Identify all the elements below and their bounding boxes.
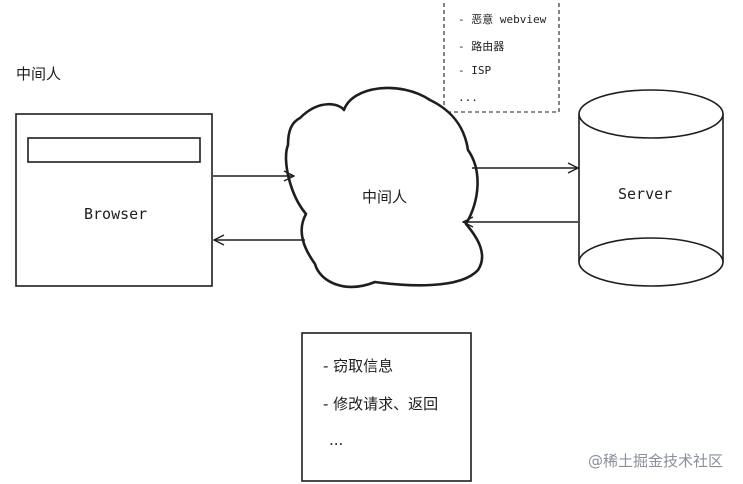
example-item: ... xyxy=(458,91,478,104)
examples-box xyxy=(443,0,560,113)
server-label: Server xyxy=(618,185,673,203)
watermark: @稀土掘金技术社区 xyxy=(588,452,724,470)
example-item: - 路由器 xyxy=(458,40,505,53)
example-item: - ISP xyxy=(458,64,492,77)
actions-box xyxy=(301,332,472,482)
action-item: ... xyxy=(329,431,344,449)
action-item: - 修改请求、返回 xyxy=(323,395,439,413)
browser-label: Browser xyxy=(84,205,148,223)
example-item: - 恶意 webview xyxy=(458,13,547,26)
server-cylinder-body xyxy=(578,114,724,262)
browser-address-bar xyxy=(27,137,201,163)
server-cylinder-top xyxy=(578,89,724,139)
middleman-label: 中间人 xyxy=(362,188,408,206)
diagram-title: 中间人 xyxy=(16,65,62,83)
middleman-cloud xyxy=(284,86,484,288)
action-item: - 窃取信息 xyxy=(323,357,394,375)
server-cylinder-base xyxy=(578,237,724,287)
